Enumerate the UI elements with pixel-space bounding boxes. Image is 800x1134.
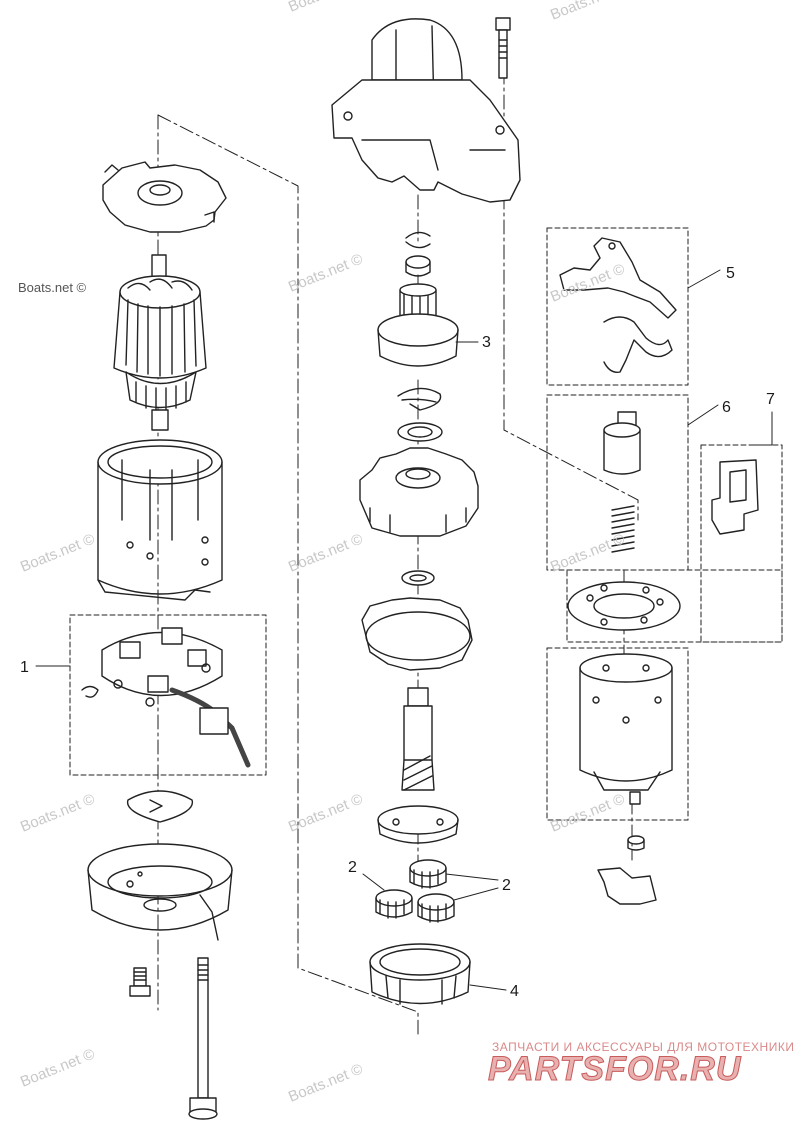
shift-lever xyxy=(559,237,677,319)
armature-end-plate xyxy=(102,161,227,233)
internal-gear xyxy=(369,943,471,1005)
lever-spring xyxy=(603,316,673,373)
solenoid-body-frame xyxy=(546,647,689,821)
callout-3: 3 xyxy=(482,334,491,351)
armature xyxy=(113,254,207,431)
watermark: Boats.net © xyxy=(18,280,87,295)
planetary-gear-2 xyxy=(375,889,413,919)
solenoid-body xyxy=(579,653,673,805)
solenoid-clip xyxy=(597,867,657,905)
shaft-washer xyxy=(401,570,435,586)
terminal-boot xyxy=(711,459,759,535)
group-frames xyxy=(69,227,783,821)
rear-end-cover xyxy=(87,843,233,941)
callout-7: 7 xyxy=(766,391,775,408)
brand-logo: PARTSFOR.RU xyxy=(487,1050,742,1089)
planetary-gears xyxy=(375,859,455,923)
housing-bolt xyxy=(495,17,511,79)
pinion-shaft xyxy=(377,687,459,844)
callout-leaders xyxy=(35,269,773,991)
plunger xyxy=(603,411,641,475)
plunger-spring xyxy=(611,505,635,553)
solenoid-nut xyxy=(627,835,645,851)
callout-5: 5 xyxy=(726,265,735,282)
gear-retainer-plate xyxy=(361,597,473,671)
bushing xyxy=(405,255,431,277)
terminal-plate xyxy=(567,581,681,631)
cover-screw xyxy=(129,967,151,997)
thrust-washer xyxy=(397,422,443,442)
brush-holder xyxy=(81,627,251,768)
boot-group-frame xyxy=(700,444,783,643)
center-bracket xyxy=(359,447,479,537)
brush-holder-group-frame xyxy=(69,614,267,776)
stop-ring xyxy=(397,387,442,411)
planetary-gear-1 xyxy=(409,859,447,889)
callout-1: 1 xyxy=(20,659,29,676)
lever-spring-group-frame xyxy=(546,227,689,386)
callout-6: 6 xyxy=(722,399,731,416)
pinion-clutch xyxy=(377,283,459,367)
front-bracket-housing xyxy=(331,18,521,203)
callout-4: 4 xyxy=(510,983,519,1000)
callout-2-left: 2 xyxy=(348,859,357,876)
planetary-gear-3 xyxy=(417,893,455,923)
callout-2-right: 2 xyxy=(502,877,511,894)
through-bolt xyxy=(188,957,218,1120)
snap-ring xyxy=(405,231,431,249)
yoke-field-housing xyxy=(97,439,223,601)
brand-tagline: ЗАПЧАСТИ И АКСЕССУАРЫ ДЛЯ МОТОТЕХНИКИ xyxy=(492,1040,795,1054)
brush-spring-plate xyxy=(126,790,194,823)
